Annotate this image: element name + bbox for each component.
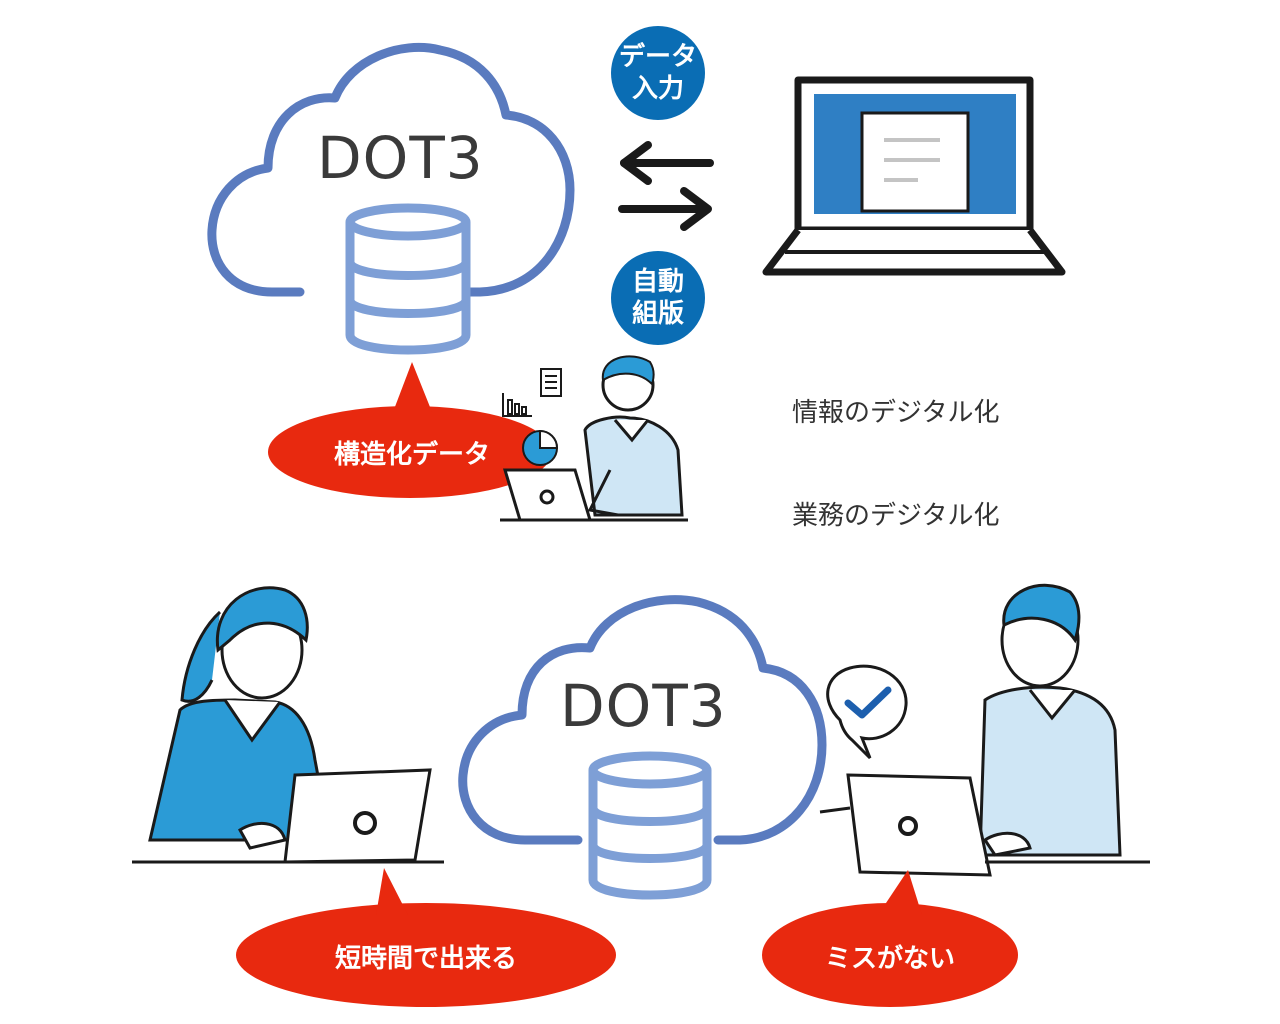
database-icon xyxy=(345,203,471,355)
bubble-structured-data-text: 構造化データ xyxy=(333,440,490,470)
database-icon xyxy=(588,751,712,900)
badge-auto-layout-line2: 組版 xyxy=(631,299,684,329)
bar-chart-icon xyxy=(502,393,532,417)
double-arrow-icon xyxy=(618,141,714,231)
cloud-top-label: DOT3 xyxy=(317,124,484,192)
badge-data-input-line2: 入力 xyxy=(631,74,684,104)
pie-chart-icon xyxy=(522,429,559,466)
badge-auto-layout: 自動 組版 xyxy=(611,251,705,345)
bubble-short-time-text: 短時間で出来る xyxy=(334,944,517,974)
statement-work-digital: 業務のデジタル化 xyxy=(792,501,1000,531)
cloud-bottom-label: DOT3 xyxy=(560,672,727,740)
cloud-icon xyxy=(207,42,575,297)
man-top-figure xyxy=(500,355,688,522)
bubble-structured-data-shape xyxy=(268,362,552,498)
statement-info-digital: 情報のデジタル化 xyxy=(792,398,1000,428)
badge-data-input: データ 入力 xyxy=(611,26,705,120)
bubble-no-mistakes-shape xyxy=(762,870,1018,1007)
document-icon xyxy=(860,111,970,213)
badge-auto-layout-line1: 自動 xyxy=(631,267,684,297)
cloud-icon xyxy=(458,595,827,845)
badge-data-input-line1: データ xyxy=(618,42,697,72)
woman-figure xyxy=(132,586,444,864)
bubble-no-mistakes-text: ミスがない xyxy=(824,944,955,974)
checkmark-icon xyxy=(826,664,908,760)
document-icon xyxy=(540,368,562,397)
man-bottom-figure xyxy=(819,583,1150,877)
bubble-short-time-shape xyxy=(236,868,616,1007)
